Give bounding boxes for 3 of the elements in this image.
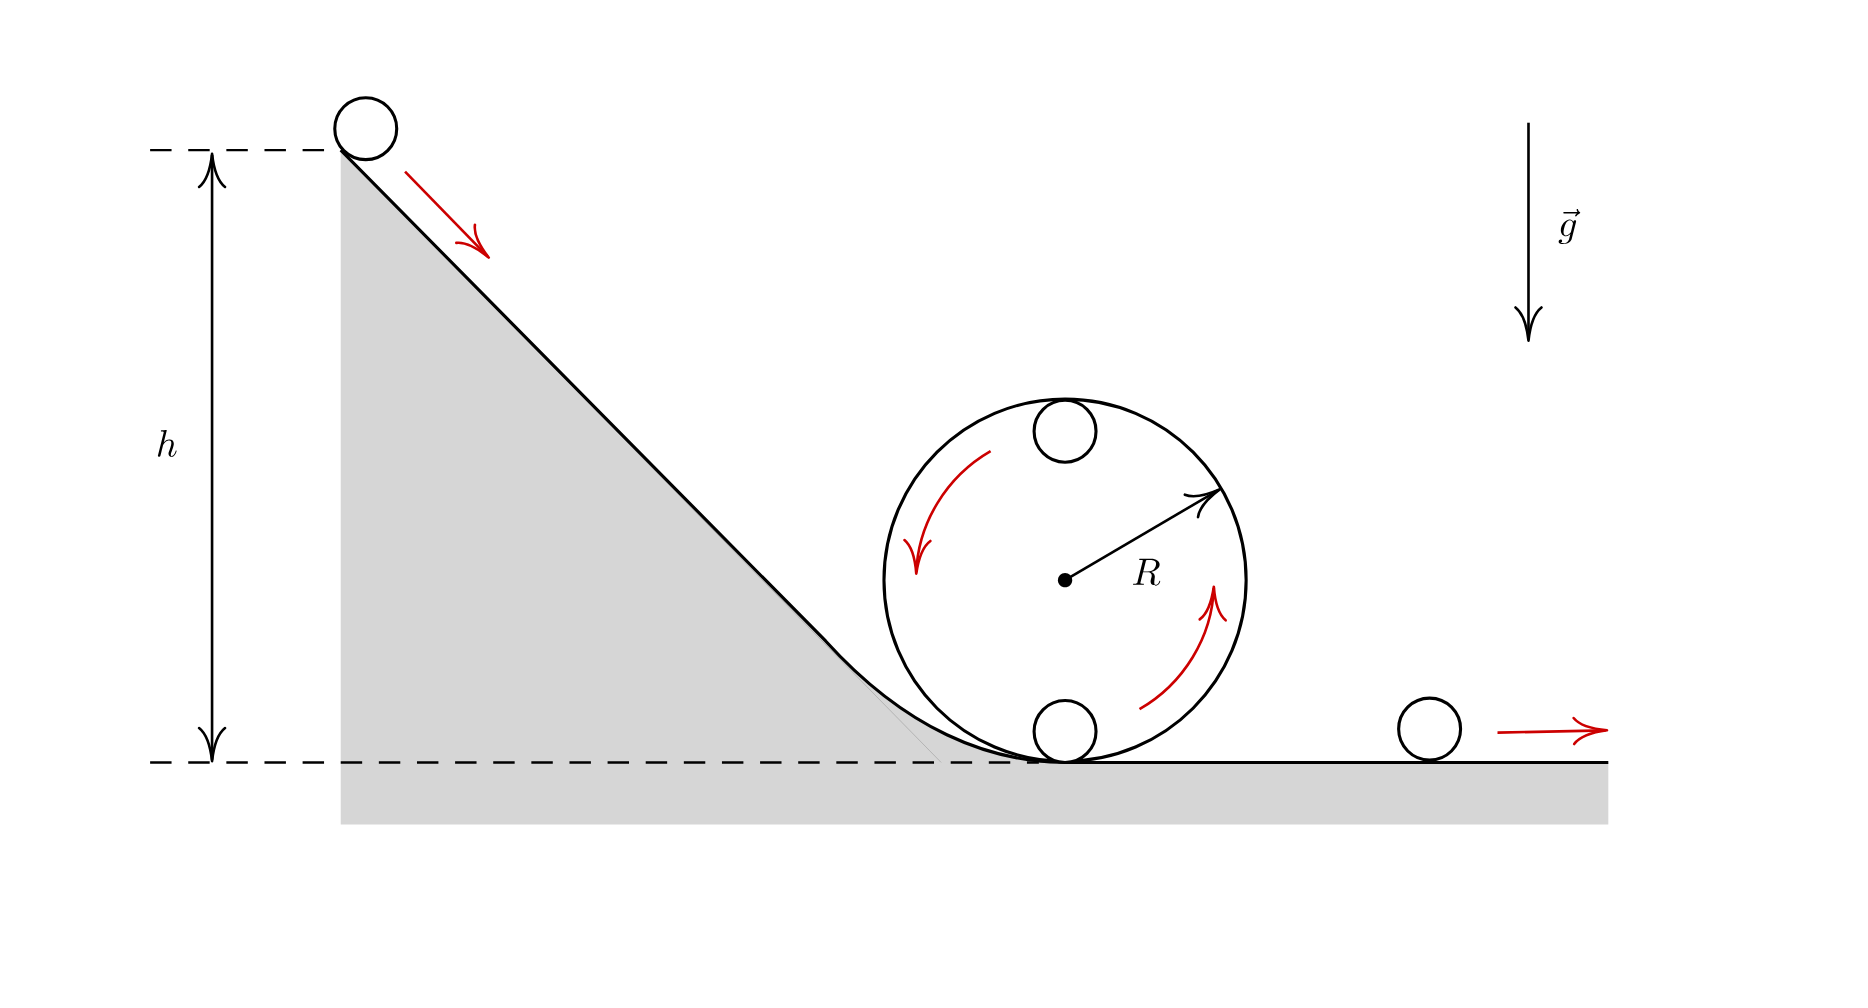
variable-label: $R$: [1133, 558, 1161, 586]
variable-label: $h$: [157, 430, 177, 457]
variable-label: $\vec{g}$: [1558, 209, 1581, 245]
